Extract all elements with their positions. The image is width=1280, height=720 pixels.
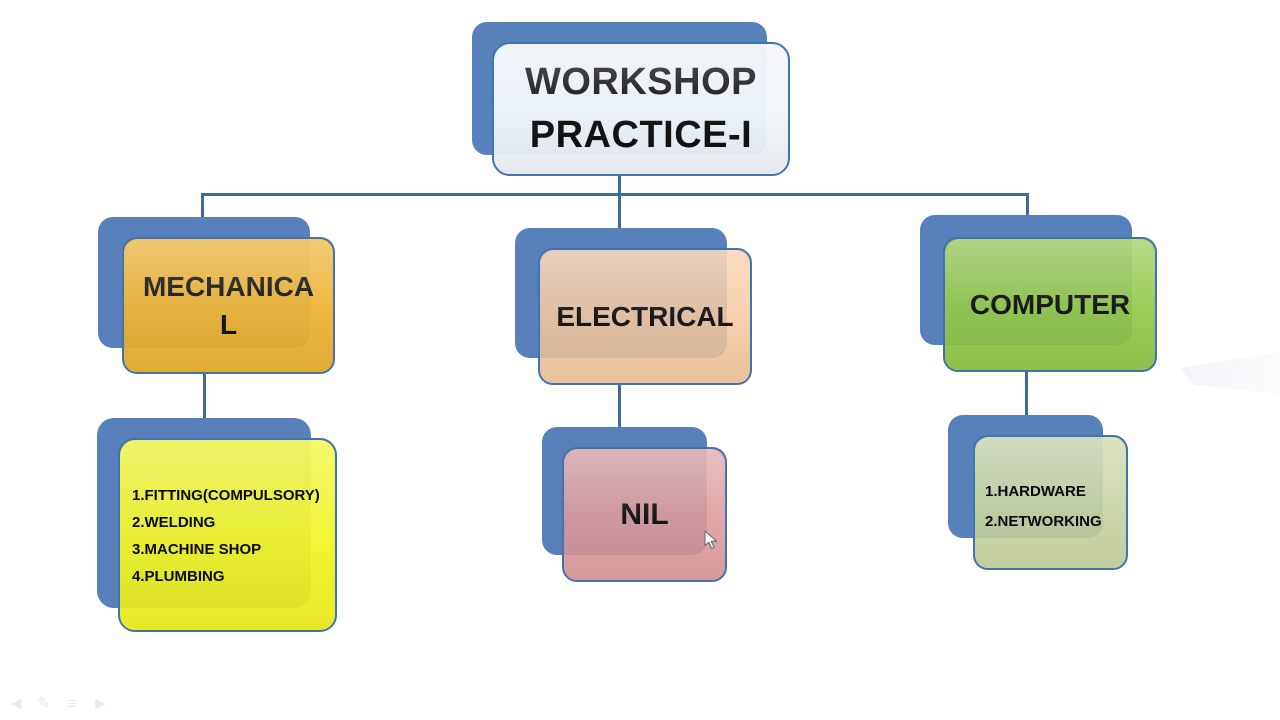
- faint-edge-artifact: [1180, 352, 1280, 394]
- list-item: 4.PLUMBING: [132, 568, 225, 585]
- computer-node-label: COMPUTER: [969, 288, 1131, 320]
- list-item: 2.WELDING: [132, 514, 216, 531]
- mechanical-items-box: 1.FITTING(COMPULSORY) 2.WELDING 3.MACHIN…: [118, 438, 337, 632]
- next-slide-icon[interactable]: ►: [92, 694, 109, 713]
- connector-computer-child: [1025, 371, 1028, 418]
- connector-electrical-child: [618, 384, 621, 430]
- root-node-label: WORKSHOP PRACTICE-I: [525, 61, 757, 156]
- list-item: 1.FITTING(COMPULSORY): [132, 487, 320, 504]
- connector-drop-computer: [1026, 193, 1029, 218]
- nil-node-box: NIL: [562, 447, 727, 582]
- connector-drop-mechanical: [201, 193, 204, 219]
- previous-slide-icon[interactable]: ◄: [8, 694, 25, 713]
- connector-root-to-electrical: [618, 175, 621, 231]
- mechanical-node-label: MECHANICAL: [142, 270, 315, 340]
- mechanical-node-box: MECHANICAL: [122, 237, 335, 374]
- nil-node-label: NIL: [620, 497, 669, 531]
- connector-horizontal: [201, 193, 1029, 196]
- mouse-cursor-icon: [704, 530, 718, 550]
- pen-icon[interactable]: ✎: [36, 694, 51, 713]
- root-node-box: WORKSHOP PRACTICE-I: [492, 42, 790, 176]
- menu-icon[interactable]: ≡: [66, 694, 77, 713]
- computer-items-box: 1.HARDWARE 2.NETWORKING: [973, 435, 1128, 570]
- list-item: 2.NETWORKING: [985, 513, 1102, 530]
- slideshow-controls: ◄ ✎ ≡ ►: [8, 694, 109, 714]
- list-item: 1.HARDWARE: [985, 483, 1086, 500]
- electrical-node-label: ELECTRICAL: [556, 300, 734, 332]
- connector-mechanical-child: [203, 373, 206, 421]
- computer-node-box: COMPUTER: [943, 237, 1157, 372]
- electrical-node-box: ELECTRICAL: [538, 248, 752, 385]
- list-item: 3.MACHINE SHOP: [132, 541, 262, 558]
